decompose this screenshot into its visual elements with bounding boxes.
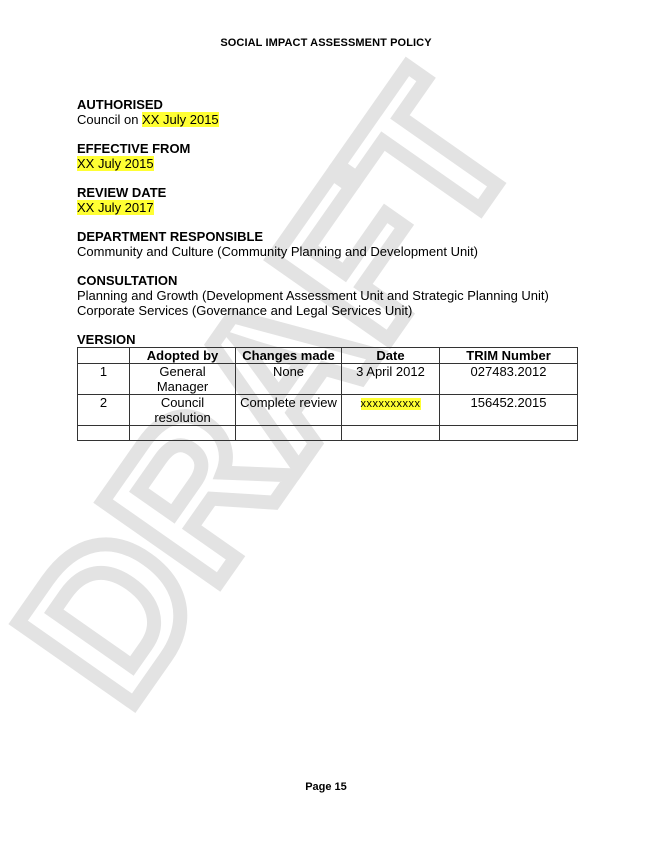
consultation-section: CONSULTATION Planning and Growth (Develo… [77, 273, 577, 318]
column-header-number [77, 347, 130, 364]
consultation-heading: CONSULTATION [77, 273, 178, 288]
policy-content: AUTHORISED Council on XX July 2015 EFFEC… [77, 97, 578, 441]
consultation-line-1: Planning and Growth (Development Assessm… [77, 288, 549, 303]
cell-changes-made: None [235, 363, 342, 395]
review-date-highlight: XX July 2017 [77, 200, 154, 215]
department-section: DEPARTMENT RESPONSIBLE Community and Cul… [77, 229, 577, 259]
version-table-header-row: Adopted by Changes made Date TRIM Number [77, 347, 578, 364]
cell-changes-made: Complete review [235, 394, 342, 426]
department-line: Community and Culture (Community Plannin… [77, 244, 479, 259]
effective-from-section: EFFECTIVE FROM XX July 2015 [77, 141, 577, 171]
consultation-line-2: Corporate Services (Governance and Legal… [77, 303, 413, 318]
version-heading: VERSION [77, 332, 136, 347]
cell-trim-number: 156452.2015 [439, 394, 578, 426]
review-date-line: XX July 2017 [77, 200, 577, 215]
version-table: Adopted by Changes made Date TRIM Number… [77, 347, 578, 441]
cell-number: 2 [77, 394, 130, 426]
cell-empty [235, 425, 342, 441]
review-date-section: REVIEW DATE XX July 2017 [77, 185, 577, 215]
cell-date: xxxxxxxxxx [341, 394, 440, 426]
cell-empty [129, 425, 236, 441]
cell-date: 3 April 2012 [341, 363, 440, 395]
cell-adopted-by: Council resolution [129, 394, 236, 426]
cell-empty [439, 425, 578, 441]
review-date-heading: REVIEW DATE [77, 185, 167, 200]
column-header-changes-made: Changes made [235, 347, 342, 364]
page-number: Page 15 [305, 781, 347, 793]
cell-trim-number: 027483.2012 [439, 363, 578, 395]
authorised-heading: AUTHORISED [77, 97, 163, 112]
column-header-trim-number: TRIM Number [439, 347, 578, 364]
effective-from-line: XX July 2015 [77, 156, 577, 171]
cell-empty [77, 425, 130, 441]
cell-adopted-by: General Manager [129, 363, 236, 395]
column-header-date: Date [341, 347, 440, 364]
cell-empty [341, 425, 440, 441]
column-header-adopted-by: Adopted by [129, 347, 236, 364]
authorised-prefix: Council on [77, 112, 143, 127]
cell-number: 1 [77, 363, 130, 395]
page-header-title: SOCIAL IMPACT ASSESSMENT POLICY [220, 37, 432, 49]
table-row: 1 General Manager None 3 April 2012 0274… [77, 363, 578, 395]
date-placeholder-highlight: xxxxxxxxxx [360, 398, 421, 410]
authorised-line: Council on XX July 2015 [77, 112, 577, 127]
department-heading: DEPARTMENT RESPONSIBLE [77, 229, 264, 244]
effective-from-date-highlight: XX July 2015 [77, 156, 154, 171]
table-row: 2 Council resolution Complete review xxx… [77, 394, 578, 426]
table-row-empty [77, 425, 578, 441]
authorised-section: AUTHORISED Council on XX July 2015 [77, 97, 577, 127]
authorised-date-highlight: XX July 2015 [142, 112, 219, 127]
effective-from-heading: EFFECTIVE FROM [77, 141, 191, 156]
